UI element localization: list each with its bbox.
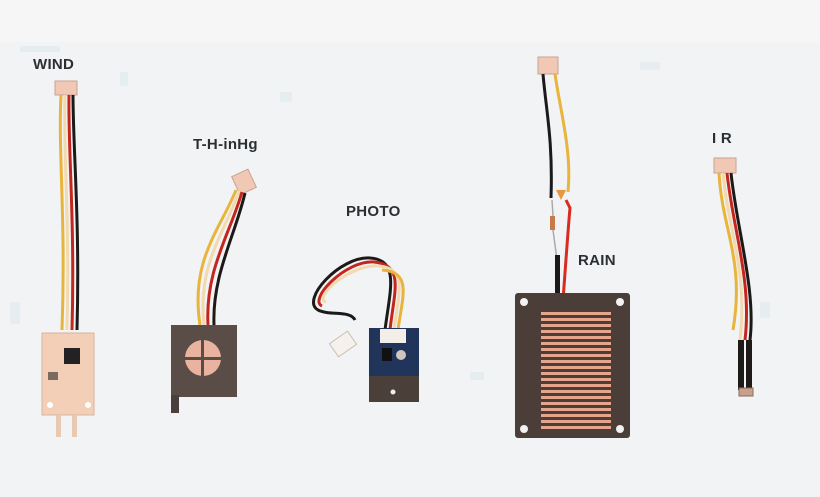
ir-heatshrink-left: [738, 340, 744, 390]
ir-heatshrink-right: [746, 340, 752, 388]
label-rain: RAIN: [578, 252, 616, 269]
ir-sensor: [713, 157, 754, 397]
thp-sensor: [171, 168, 258, 413]
wind-probe-right: [72, 415, 77, 437]
thp-connector: [230, 168, 258, 196]
label-wind: WIND: [33, 56, 75, 73]
wind-sensor: [41, 80, 95, 437]
ir-connector: [713, 157, 737, 174]
rain-copper-traces: [541, 312, 611, 429]
photo-base: [369, 376, 419, 402]
rain-capacitor: [556, 190, 566, 200]
photo-background: [0, 42, 820, 497]
label-thp: T-H-inHg: [193, 136, 258, 153]
label-ir: I R: [712, 130, 733, 147]
photo-loose-connector: [328, 330, 358, 358]
photo-sensor: [312, 256, 419, 402]
wind-connector: [54, 80, 78, 96]
wind-probe-left: [56, 415, 61, 437]
rain-plate: [515, 293, 630, 438]
ir-sensor-tip: [738, 387, 754, 397]
top-band: [0, 0, 820, 42]
rain-connector: [537, 56, 559, 75]
label-photo: PHOTO: [346, 203, 401, 220]
rain-resistor: [550, 216, 555, 230]
rain-sensor: [515, 56, 630, 438]
